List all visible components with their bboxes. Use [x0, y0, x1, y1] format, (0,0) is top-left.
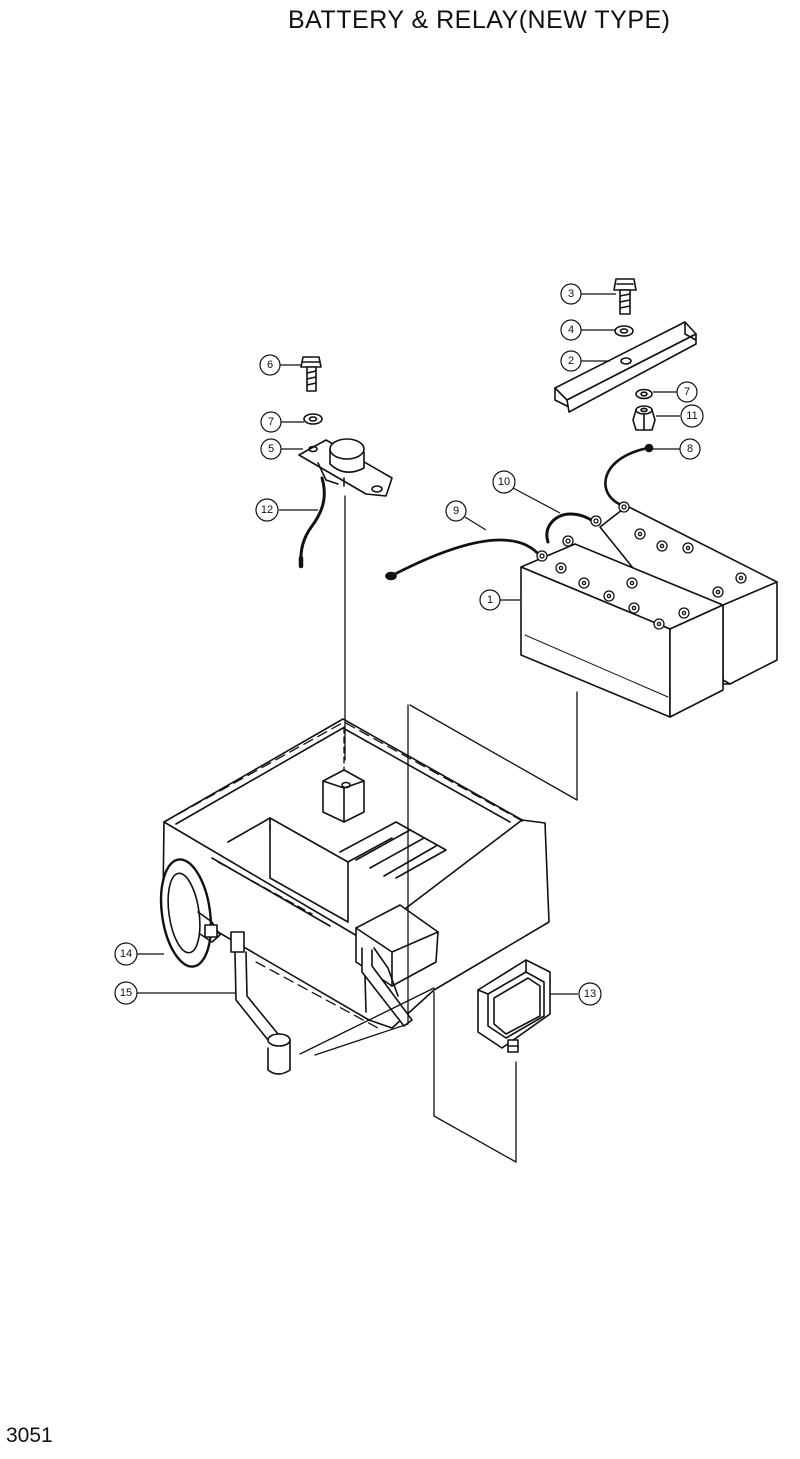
battery-part: [520, 501, 778, 718]
relay-bolt-part: [300, 356, 322, 392]
callout-12: 12: [261, 504, 273, 516]
callout-8: 8: [687, 443, 693, 455]
terminal-cable-part: [604, 443, 654, 508]
callout-14: 14: [120, 948, 132, 960]
callout-10: 10: [498, 476, 510, 488]
assembly-lines: [163, 495, 578, 1163]
callout-1: 1: [487, 594, 493, 606]
washer-part: [614, 325, 634, 337]
callout-5: 5: [268, 443, 274, 455]
callout-15: 15: [120, 987, 132, 999]
bracket-part: [554, 321, 697, 413]
mirror-part: [159, 858, 221, 968]
jumper-cable-part: [545, 512, 596, 544]
bolt-part: [613, 278, 637, 315]
battery-cable-part: [385, 538, 542, 581]
callout-9: 9: [453, 505, 459, 517]
relay-wire-part: [298, 476, 326, 569]
washer-part: [303, 413, 323, 425]
callout-7-left: 7: [268, 416, 274, 428]
callout-2: 2: [568, 355, 574, 367]
diagram-title: BATTERY & RELAY(NEW TYPE): [288, 6, 671, 34]
washer-part: [635, 388, 653, 400]
page-number: 3051: [6, 1424, 53, 1447]
callout-3: 3: [568, 288, 574, 300]
relay-part: [298, 438, 393, 497]
nut-part: [632, 405, 656, 431]
callout-13: 13: [584, 988, 596, 1000]
callout-6: 6: [267, 359, 273, 371]
callout-7-right: 7: [684, 386, 690, 398]
mirror-stay-part: [230, 931, 291, 1075]
callout-11: 11: [686, 410, 697, 422]
work-lamp-part: [477, 959, 551, 1053]
callout-4: 4: [568, 324, 574, 336]
battery-box-part: [162, 718, 550, 1029]
